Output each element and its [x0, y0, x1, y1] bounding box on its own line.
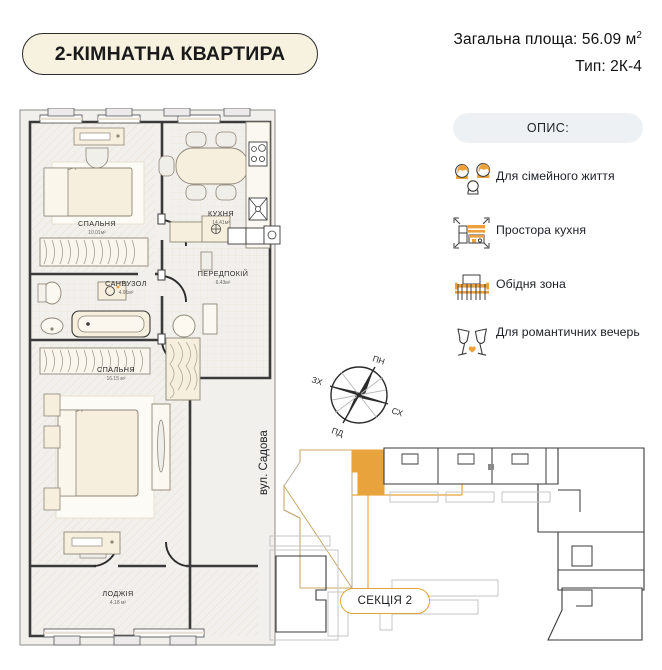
header-info: Загальна площа: 56.09 м2 Тип: 2К-4 — [454, 30, 642, 76]
total-area-superscript: 2 — [636, 30, 642, 41]
room-area-hall: 6.43м² — [216, 280, 231, 286]
room-area-bathroom: 4.91м² — [119, 290, 134, 296]
description-heading-badge: ОПИС: — [453, 113, 643, 143]
feature-legend: Для сімейного життя — [450, 160, 662, 376]
legend-label-romantic: Для романтичних вечерь — [496, 325, 640, 339]
total-area-text: Загальна площа: 56.09 м2 — [454, 30, 642, 49]
legend-label-family: Для сімейного життя — [496, 169, 615, 183]
legend-item-dining: Обідня зона — [450, 268, 662, 306]
legend-label-dining: Обідня зона — [496, 277, 566, 291]
legend-item-kitchen: Простора кухня — [450, 214, 662, 252]
section-badge: СЕКЦІЯ 2 — [340, 588, 430, 614]
wine-glasses-heart-icon — [450, 322, 496, 360]
apartment-title-badge: 2-КІМНАТНА КВАРТИРА — [22, 33, 318, 75]
room-label-hall: ПЕРЕДПОКІЙ — [198, 269, 249, 278]
room-label-bathroom: САНВУЗОЛ — [105, 279, 147, 288]
kitchen-icon — [450, 214, 496, 252]
dining-table-icon — [450, 268, 496, 306]
legend-label-kitchen: Простора кухня — [496, 223, 587, 237]
room-area-bedroom-2: 16.15 м² — [106, 376, 125, 382]
family-icon — [450, 160, 496, 198]
compass-north-label: ПН — [371, 353, 386, 366]
apartment-title-label: 2-КІМНАТНА КВАРТИРА — [54, 42, 286, 65]
apartment-type-label: Тип: 2К-4 — [575, 58, 642, 76]
compass-east-label: СХ — [390, 405, 404, 418]
floor-plan: СПАЛЬНЯ 10.01м² КУХНЯ 14.41м² САНВУЗОЛ 4… — [18, 108, 288, 648]
room-label-loggia: ЛОДЖІЯ — [102, 589, 133, 598]
room-label-bedroom-2: СПАЛЬНЯ — [97, 365, 135, 374]
compass-south-label: ПД — [330, 425, 345, 438]
room-label-bedroom-1: СПАЛЬНЯ — [78, 219, 116, 228]
total-area-label: Загальна площа: 56.09 м — [453, 31, 637, 49]
room-label-kitchen: КУХНЯ — [208, 209, 234, 218]
section-label: СЕКЦІЯ 2 — [357, 595, 413, 607]
compass-west-label: ЗХ — [310, 374, 324, 387]
compass-rose: ПН СХ ПД ЗХ — [305, 345, 415, 445]
room-area-loggia: 4.18 м² — [110, 600, 127, 606]
legend-item-romantic: Для романтичних вечерь — [450, 322, 662, 360]
legend-item-family: Для сімейного життя — [450, 160, 662, 198]
room-area-kitchen: 14.41м² — [212, 220, 230, 226]
site-plan — [262, 440, 662, 645]
room-area-bedroom-1: 10.01м² — [88, 230, 106, 236]
description-heading-label: ОПИС: — [526, 121, 570, 135]
